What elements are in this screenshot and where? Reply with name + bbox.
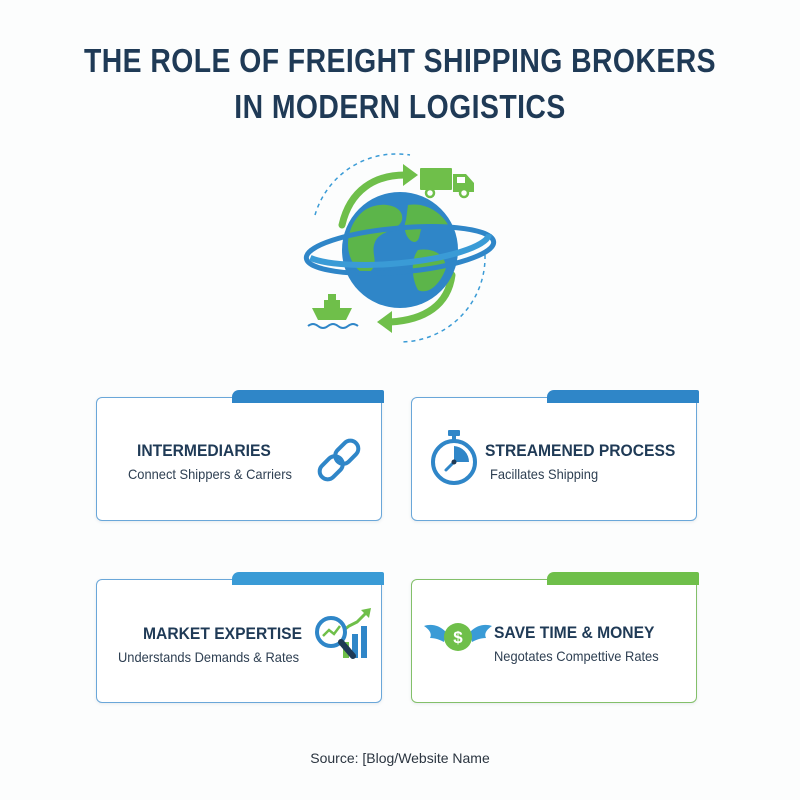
title-line-2: IN MODERN LOGISTICS	[234, 88, 566, 125]
card-subtitle: Negotates Compettive Rates	[494, 648, 659, 664]
dashed-orbit	[314, 153, 486, 343]
card-accent-tab	[232, 390, 384, 403]
card-streamlined-process: STREAMENED PROCESS Facillates Shipping	[411, 390, 699, 521]
card-subtitle: Facillates Shipping	[490, 466, 599, 482]
card-title: MARKET EXPERTISE	[143, 624, 303, 643]
chain-link-icon	[317, 438, 361, 482]
globe-icon	[303, 192, 497, 308]
truck-icon	[420, 168, 474, 199]
svg-text:$: $	[453, 628, 463, 647]
card-subtitle: Connect Shippers & Carriers	[128, 466, 292, 482]
card-accent-tab	[547, 572, 699, 585]
card-accent-tab	[232, 572, 384, 585]
card-title: INTERMEDIARIES	[137, 441, 271, 460]
card-title: STREAMENED PROCESS	[485, 441, 676, 460]
card-accent-tab	[547, 390, 699, 403]
card-market-expertise: MARKET EXPERTISE Understands Demands & R…	[96, 572, 384, 703]
winged-dollar-icon: $	[424, 623, 492, 651]
ship-icon	[307, 294, 359, 329]
page-title: THE ROLE OF FREIGHT SHIPPING BROKERS IN …	[56, 38, 744, 130]
logistics-hero-illustration	[303, 153, 497, 343]
title-line-1: THE ROLE OF FREIGHT SHIPPING BROKERS	[83, 42, 716, 79]
cycle-arrows-icon	[338, 164, 456, 333]
card-save-time-money: $ SAVE TIME & MONEY Negotates Compettive…	[411, 572, 699, 703]
stopwatch-icon	[431, 430, 477, 485]
card-intermediaries: INTERMEDIARIES Connect Shippers & Carrie…	[96, 390, 384, 521]
source-credit: Source: [Blog/Website Name	[310, 750, 490, 766]
card-subtitle: Understands Demands & Rates	[118, 649, 300, 665]
magnifier-chart-icon	[315, 608, 371, 659]
card-title: SAVE TIME & MONEY	[494, 623, 655, 642]
